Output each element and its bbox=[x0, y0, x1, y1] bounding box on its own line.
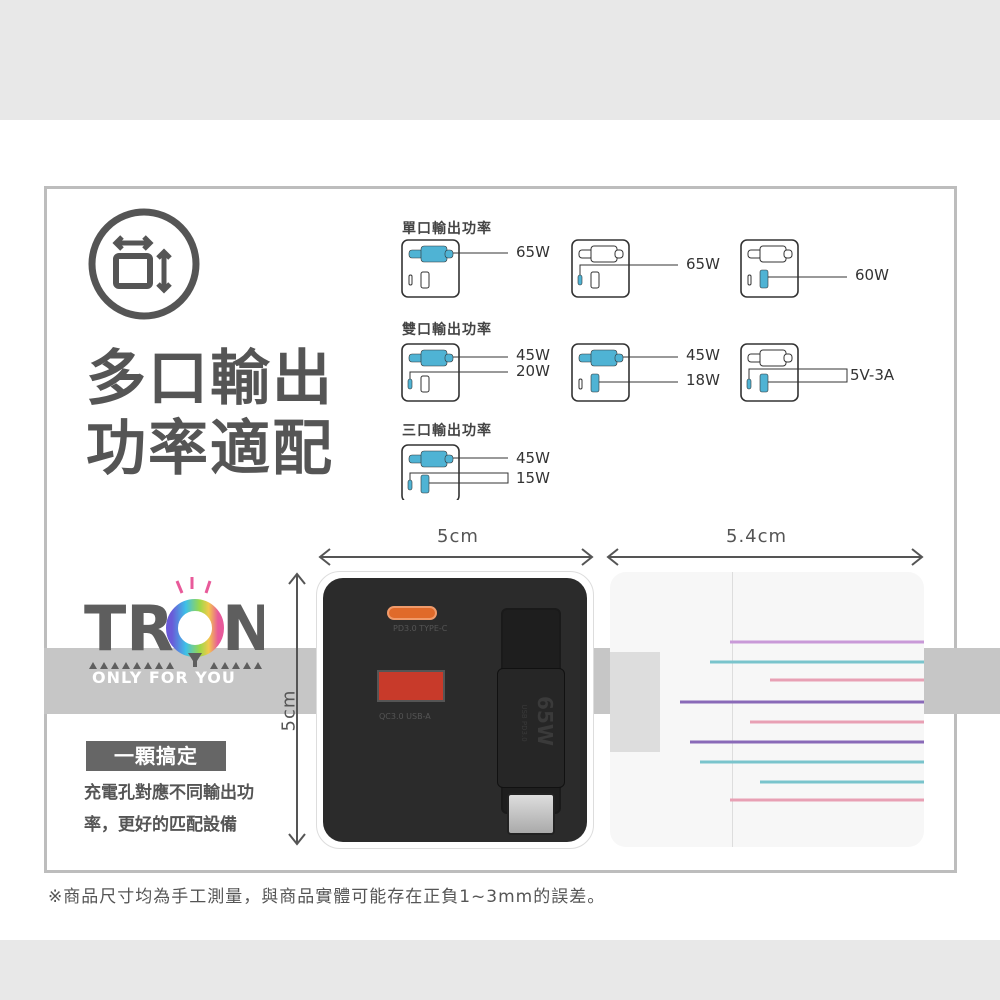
section-title: 雙口輸出功率 bbox=[402, 322, 492, 338]
power-label: 60W bbox=[855, 266, 889, 284]
power-label: 45W bbox=[516, 346, 550, 364]
power-label: 45W bbox=[686, 346, 720, 364]
section-title: 單口輸出功率 bbox=[402, 221, 492, 237]
usb-c-port bbox=[387, 606, 437, 620]
logo-slogan: ONLY FOR YOU bbox=[92, 668, 236, 687]
diagram-dual-ca2 bbox=[740, 343, 848, 402]
logo-text: TR bbox=[84, 592, 174, 665]
feature-tag: 一顆搞定 bbox=[86, 741, 226, 771]
port-diagrams bbox=[401, 239, 848, 500]
usb-a-port bbox=[377, 670, 445, 702]
top-band bbox=[0, 0, 1000, 120]
headline-line1: 多口輸出 bbox=[86, 344, 334, 414]
cable-sub-label: USB PD3.0 bbox=[520, 704, 528, 742]
resize-icon bbox=[88, 208, 200, 320]
diagram-dual-ca bbox=[571, 343, 678, 402]
power-label: 20W bbox=[516, 362, 550, 380]
headline-line2: 功率適配 bbox=[86, 414, 334, 484]
power-label: 65W bbox=[516, 243, 550, 261]
power-label: 5V-3A bbox=[850, 366, 895, 384]
power-label: 65W bbox=[686, 255, 720, 273]
diagram-single-c1 bbox=[401, 239, 508, 298]
footnote: ※商品尺寸均為手工測量，與商品實體可能存在正負1~3mm的誤差。 bbox=[48, 887, 606, 907]
power-label: 15W bbox=[516, 469, 550, 487]
diagram-single-a bbox=[740, 239, 847, 298]
height-label: 5cm bbox=[278, 689, 300, 732]
feature-description: 充電孔對應不同輸出功率，更好的匹配設備 bbox=[84, 783, 254, 835]
svg-text:N: N bbox=[222, 592, 264, 665]
port1-label: PD3.0 TYPE-C bbox=[393, 624, 448, 633]
charger-front-image: PD3.0 TYPE-C QC3.0 USB-A 65W USB PD3.0 bbox=[316, 571, 594, 849]
bottom-band bbox=[0, 940, 1000, 1000]
power-label: 45W bbox=[516, 449, 550, 467]
side-seam bbox=[732, 572, 733, 847]
content-frame bbox=[44, 186, 957, 873]
usb-c-connector bbox=[507, 793, 555, 835]
lavender-pattern bbox=[680, 640, 924, 802]
power-label: 18W bbox=[686, 371, 720, 389]
depth-label: 5.4cm bbox=[726, 526, 788, 547]
section-title: 三口輸出功率 bbox=[402, 423, 492, 439]
cable-plug: 65W USB PD3.0 bbox=[497, 668, 565, 788]
diagram-dual-cc bbox=[401, 343, 508, 402]
diagram-single-c2 bbox=[571, 239, 678, 298]
cable-power-label: 65W bbox=[532, 696, 557, 746]
plug-prongs bbox=[610, 652, 660, 752]
diagram-triple bbox=[401, 444, 509, 500]
port2-label: QC3.0 USB-A bbox=[379, 712, 431, 721]
charger-side-image bbox=[610, 572, 924, 847]
width-label: 5cm bbox=[437, 526, 479, 547]
